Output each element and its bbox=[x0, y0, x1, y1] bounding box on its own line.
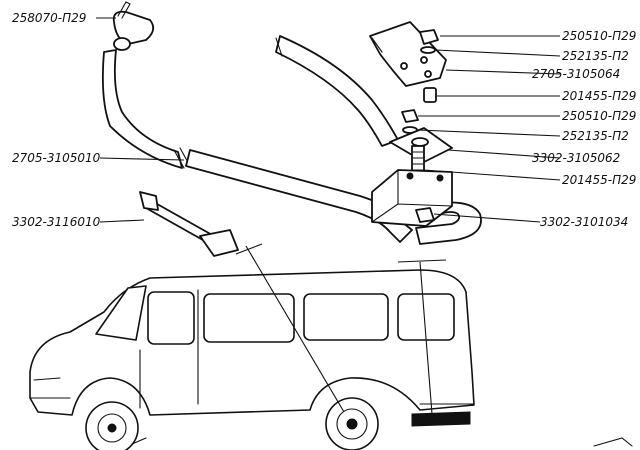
label-201455-p29-lower: 201455-П29 bbox=[562, 173, 636, 187]
van-illustration bbox=[29, 243, 633, 450]
label-2705-3105010: 2705-3105010 bbox=[12, 151, 101, 165]
label-3302-3116010: 3302-3116010 bbox=[12, 215, 101, 229]
label-2705-3105064: 2705-3105064 bbox=[532, 67, 620, 81]
upper-bracket bbox=[369, 21, 447, 103]
label-258070-p29: 258070-П29 bbox=[12, 11, 86, 25]
leader-lines bbox=[96, 17, 561, 223]
part-labels: 258070-П29 250510-П29 252135-П2 2705-310… bbox=[12, 11, 636, 229]
label-252135-p2-upper: 252135-П2 bbox=[562, 49, 629, 63]
label-3302-3105062: 3302-3105062 bbox=[532, 151, 620, 165]
label-3302-3101034: 3302-3101034 bbox=[540, 215, 628, 229]
lower-clamp-assembly bbox=[371, 109, 453, 227]
label-252135-p2-lower: 252135-П2 bbox=[562, 129, 629, 143]
label-250510-p29-lower: 250510-П29 bbox=[562, 109, 636, 123]
label-201455-p29-upper: 201455-П29 bbox=[562, 89, 636, 103]
label-250510-p29-upper: 250510-П29 bbox=[562, 29, 636, 43]
link-rod bbox=[139, 191, 239, 257]
